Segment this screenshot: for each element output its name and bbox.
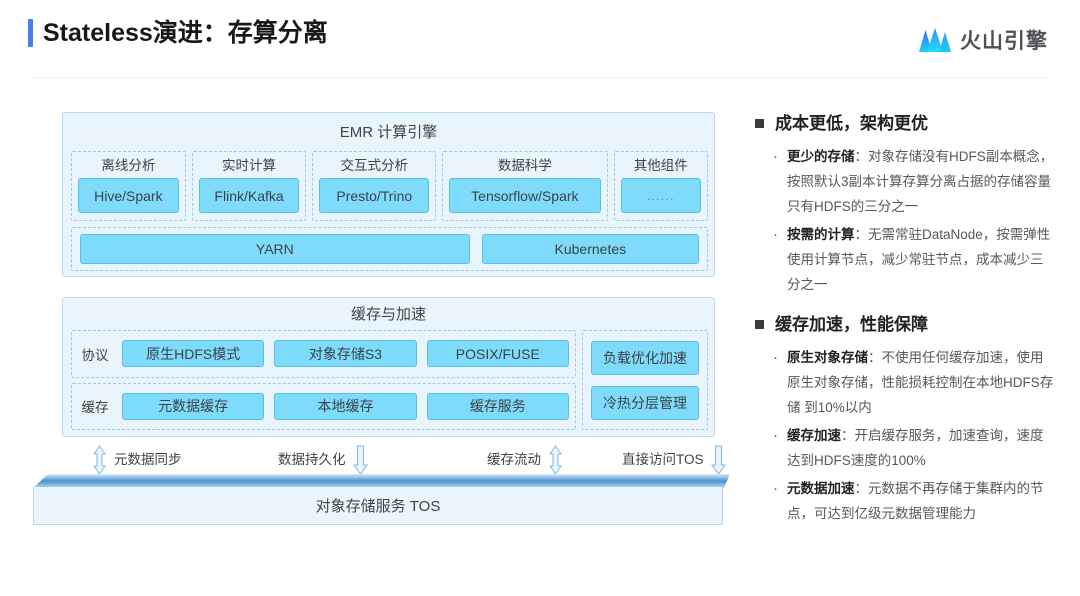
dot-bullet-icon: · bbox=[773, 480, 778, 497]
benefit-item-body: ：不使用任何缓存加速，使用原生对象存储，性能损耗控制在本地HDFS存储 到10%… bbox=[787, 350, 1054, 415]
tos-slab-top-face bbox=[33, 474, 730, 488]
engine-group-label: 实时计算 bbox=[222, 158, 277, 173]
benefit-item-text: 缓存加速：开启缓存服务，加速查询，速度达到HDFS速度的100% bbox=[787, 423, 1055, 473]
benefit-item-lead: 按需的计算 bbox=[787, 227, 855, 242]
cache-side-box: 冷热分层管理 bbox=[591, 385, 699, 420]
benefit-item-body: ：元数据不再存储于集群内的节点，可达到亿级元数据管理能力 bbox=[787, 481, 1044, 521]
flow-arrow-item: 缓存流动 bbox=[487, 445, 563, 475]
tos-slab-body: 对象存储服务 TOS bbox=[33, 487, 723, 525]
emr-compute-panel: EMR 计算引擎 离线分析 Hive/Spark 实时计算 Flink/Kafka 交互… bbox=[62, 112, 715, 277]
benefit-item-text: 按需的计算：无需常驻DataNode，按需弹性使用计算节点，减少常驻节点，成本减… bbox=[787, 222, 1055, 297]
engine-group-label: 离线分析 bbox=[101, 158, 156, 173]
scheduler-box: Kubernetes bbox=[481, 234, 699, 264]
dot-bullet-icon: · bbox=[773, 226, 778, 243]
benefit-item-lead: 缓存加速 bbox=[787, 428, 841, 443]
benefit-section-title: 成本更低，架构更优 bbox=[775, 114, 928, 133]
engine-group-label: 其他组件 bbox=[633, 158, 688, 173]
page-header: Stateless演进：存算分离 火山引擎 bbox=[0, 0, 1080, 78]
benefit-item-lead: 原生对象存储 bbox=[787, 350, 868, 365]
benefit-item-body: ：开启缓存服务，加速查询，速度达到HDFS速度的100% bbox=[787, 428, 1044, 468]
flow-arrow-label: 数据持久化 bbox=[278, 452, 346, 467]
engine-group: 实时计算 Flink/Kafka bbox=[191, 151, 307, 221]
benefit-list-item: · 按需的计算：无需常驻DataNode，按需弹性使用计算节点，减少常驻节点，成本… bbox=[755, 222, 1055, 297]
cache-item-box: 原生HDFS模式 bbox=[122, 340, 265, 368]
flow-arrow-item: 元数据同步 bbox=[92, 445, 182, 475]
square-bullet-icon bbox=[755, 320, 764, 329]
benefit-item-body: ：无需常驻DataNode，按需弹性使用计算节点，减少常驻节点，成本减少三分之一 bbox=[787, 227, 1051, 292]
square-bullet-icon bbox=[755, 119, 764, 128]
cache-inner: 协议原生HDFS模式对象存储S3 POSIX/FUSE 缓存元数据缓存本地缓存缓存服… bbox=[71, 330, 708, 430]
page-title-wrap: Stateless演进：存算分离 bbox=[28, 18, 328, 48]
flow-arrow-label: 直接访问TOS bbox=[622, 452, 704, 467]
brand-logo: 火山引擎 bbox=[918, 25, 1048, 55]
cache-row-label: 协议 bbox=[81, 347, 109, 363]
benefit-item-lead: 更少的存储 bbox=[787, 149, 855, 164]
cache-rows: 协议原生HDFS模式对象存储S3 POSIX/FUSE 缓存元数据缓存本地缓存缓存服… bbox=[71, 330, 576, 430]
flow-arrow-label: 元数据同步 bbox=[114, 452, 182, 467]
benefit-item-lead: 元数据加速 bbox=[787, 481, 855, 496]
brand-name: 火山引擎 bbox=[960, 30, 1048, 53]
benefit-item-body: ：对象存储没有HDFS副本概念，按照默认3副本计算存算分离占据的存储容量只有HD… bbox=[787, 149, 1054, 214]
flow-arrow-label: 缓存流动 bbox=[487, 452, 541, 467]
down-arrow-icon bbox=[352, 445, 368, 475]
engine-box: ...... bbox=[620, 178, 701, 213]
benefit-list-item: · 原生对象存储：不使用任何缓存加速，使用原生对象存储，性能损耗控制在本地HDFS… bbox=[755, 345, 1055, 420]
volcano-mountain-icon bbox=[919, 27, 951, 52]
engine-group-label: 交互式分析 bbox=[340, 158, 409, 173]
engine-box: Presto/Trino bbox=[319, 178, 430, 213]
page-title: Stateless演进：存算分离 bbox=[43, 19, 328, 47]
engine-group-label: 数据科学 bbox=[497, 158, 552, 173]
dot-bullet-icon: · bbox=[773, 427, 778, 444]
down-arrow-icon bbox=[710, 445, 726, 475]
dot-bullet-icon: · bbox=[773, 148, 778, 165]
cache-item-box: 对象存储S3 bbox=[274, 340, 417, 368]
benefit-item-text: 元数据加速：元数据不再存储于集群内的节点，可达到亿级元数据管理能力 bbox=[787, 476, 1055, 526]
scheduler-row: YARN Kubernetes bbox=[71, 227, 708, 271]
tos-storage-slab: 对象存储服务 TOS bbox=[30, 474, 730, 526]
dot-bullet-icon: · bbox=[773, 349, 778, 366]
flow-arrow-row: 元数据同步 数据持久化 缓存流动 直接访问TOS bbox=[62, 442, 742, 478]
title-accent-bar bbox=[28, 19, 33, 47]
scheduler-box: YARN bbox=[80, 234, 470, 264]
cache-panel-title: 缓存与加速 bbox=[350, 306, 426, 323]
tos-label: 对象存储服务 TOS bbox=[315, 498, 441, 515]
engine-group: 其他组件...... bbox=[613, 151, 708, 221]
benefits-column: 成本更低，架构更优 · 更少的存储：对象存储没有HDFS副本概念，按照默认3副本计算… bbox=[755, 112, 1055, 529]
benefit-item-text: 原生对象存储：不使用任何缓存加速，使用原生对象存储，性能损耗控制在本地HDFS存… bbox=[787, 345, 1055, 420]
engine-group: 交互式分析 Presto/Trino bbox=[312, 151, 437, 221]
flow-arrow-item: 数据持久化 bbox=[278, 445, 368, 475]
engine-box: Hive/Spark bbox=[78, 178, 179, 213]
benefit-item-text: 更少的存储：对象存储没有HDFS副本概念，按照默认3副本计算存算分离占据的存储容… bbox=[787, 144, 1055, 219]
engine-box: Flink/Kafka bbox=[198, 178, 300, 213]
engine-box: Tensorflow/Spark bbox=[449, 178, 601, 213]
engine-group: 数据科学 Tensorflow/Spark bbox=[442, 151, 608, 221]
benefit-list-item: · 元数据加速：元数据不再存储于集群内的节点，可达到亿级元数据管理能力 bbox=[755, 476, 1055, 526]
double-arrow-icon bbox=[549, 445, 562, 475]
cache-side-boxes: 负载优化加速冷热分层管理 bbox=[582, 330, 708, 430]
cache-acceleration-panel: 缓存与加速 协议原生HDFS模式对象存储S3 POSIX/FUSE 缓存元数据缓存本… bbox=[62, 297, 715, 437]
cache-row: 协议原生HDFS模式对象存储S3 POSIX/FUSE bbox=[71, 330, 576, 378]
cache-item-box: POSIX/FUSE bbox=[426, 340, 569, 368]
emr-panel-title: EMR 计算引擎 bbox=[339, 124, 438, 141]
engine-group: 离线分析 Hive/Spark bbox=[71, 151, 186, 221]
double-arrow-icon bbox=[93, 445, 106, 475]
cache-item-box: 本地缓存 bbox=[274, 392, 417, 420]
cache-side-box: 负载优化加速 bbox=[591, 340, 699, 375]
benefit-section-header: 缓存加速，性能保障 bbox=[755, 313, 1055, 337]
architecture-diagram: EMR 计算引擎 离线分析 Hive/Spark 实时计算 Flink/Kafka 交互… bbox=[30, 112, 730, 525]
benefit-section-title: 缓存加速，性能保障 bbox=[775, 315, 928, 334]
cache-row-label: 缓存 bbox=[81, 400, 109, 416]
flow-arrow-item: 直接访问TOS bbox=[622, 445, 726, 475]
benefit-section-header: 成本更低，架构更优 bbox=[755, 112, 1055, 136]
cache-row: 缓存元数据缓存本地缓存缓存服务 bbox=[71, 382, 576, 430]
benefit-list-item: · 更少的存储：对象存储没有HDFS副本概念，按照默认3副本计算存算分离占据的存储… bbox=[755, 144, 1055, 219]
header-divider bbox=[28, 77, 1052, 78]
cache-item-box: 缓存服务 bbox=[426, 392, 569, 420]
cache-item-box: 元数据缓存 bbox=[122, 392, 265, 420]
engine-group-row: 离线分析 Hive/Spark 实时计算 Flink/Kafka 交互式分析 Presto… bbox=[71, 151, 708, 221]
benefit-list-item: · 缓存加速：开启缓存服务，加速查询，速度达到HDFS速度的100% bbox=[755, 423, 1055, 473]
